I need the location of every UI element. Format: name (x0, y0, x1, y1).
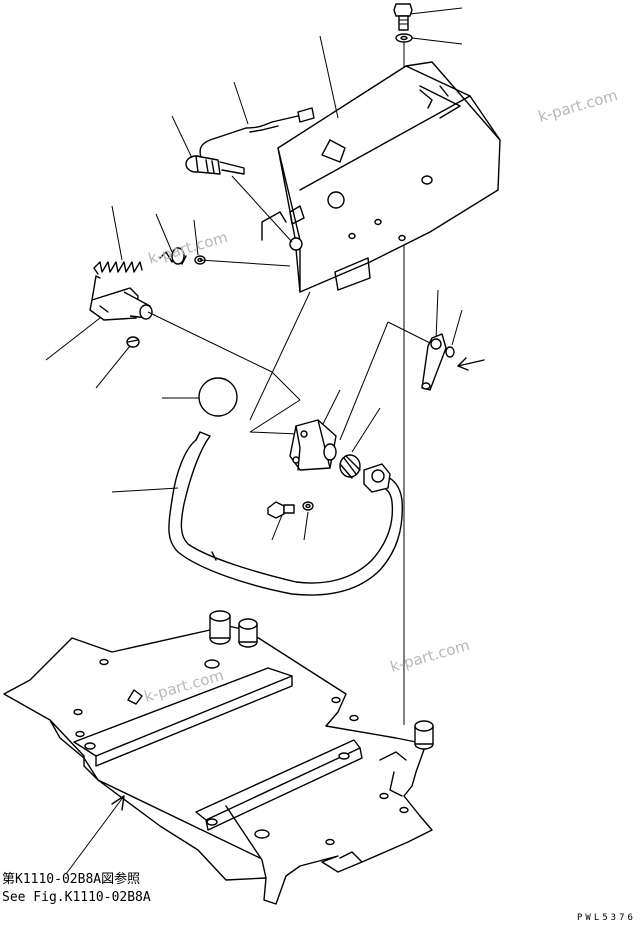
switch-block (289, 419, 337, 471)
link-arm (421, 333, 447, 391)
top-washer (395, 33, 413, 43)
reference-text-japanese: 第K1110-02B8A図参照 (2, 871, 140, 887)
ball-knob (198, 377, 238, 417)
drawing-code: PWL5376 (577, 913, 636, 923)
watermark-middle-right: k-part.com (388, 636, 471, 676)
reference-text-english: See Fig.K1110-02B8A (2, 890, 151, 905)
pin-assembly (159, 247, 206, 265)
grab-handle (168, 431, 403, 596)
link-washer (445, 346, 455, 358)
spring (93, 261, 143, 275)
view-arrow (457, 357, 485, 371)
top-bolt (393, 3, 413, 31)
small-cap (126, 336, 140, 348)
wire-harness (185, 107, 315, 175)
middle-washer (302, 501, 314, 511)
collar (339, 454, 361, 479)
middle-bolt (267, 501, 295, 519)
watermark-top-right: k-part.com (536, 86, 619, 126)
leader-lines (45, 7, 463, 541)
watermark-upper-left: k-part.com (146, 228, 229, 268)
assembly-guide-lines (147, 175, 433, 441)
reference-arrow (65, 795, 125, 875)
lever-clevis (89, 275, 153, 321)
seat-base-plate (3, 610, 434, 905)
control-bracket (261, 61, 501, 293)
